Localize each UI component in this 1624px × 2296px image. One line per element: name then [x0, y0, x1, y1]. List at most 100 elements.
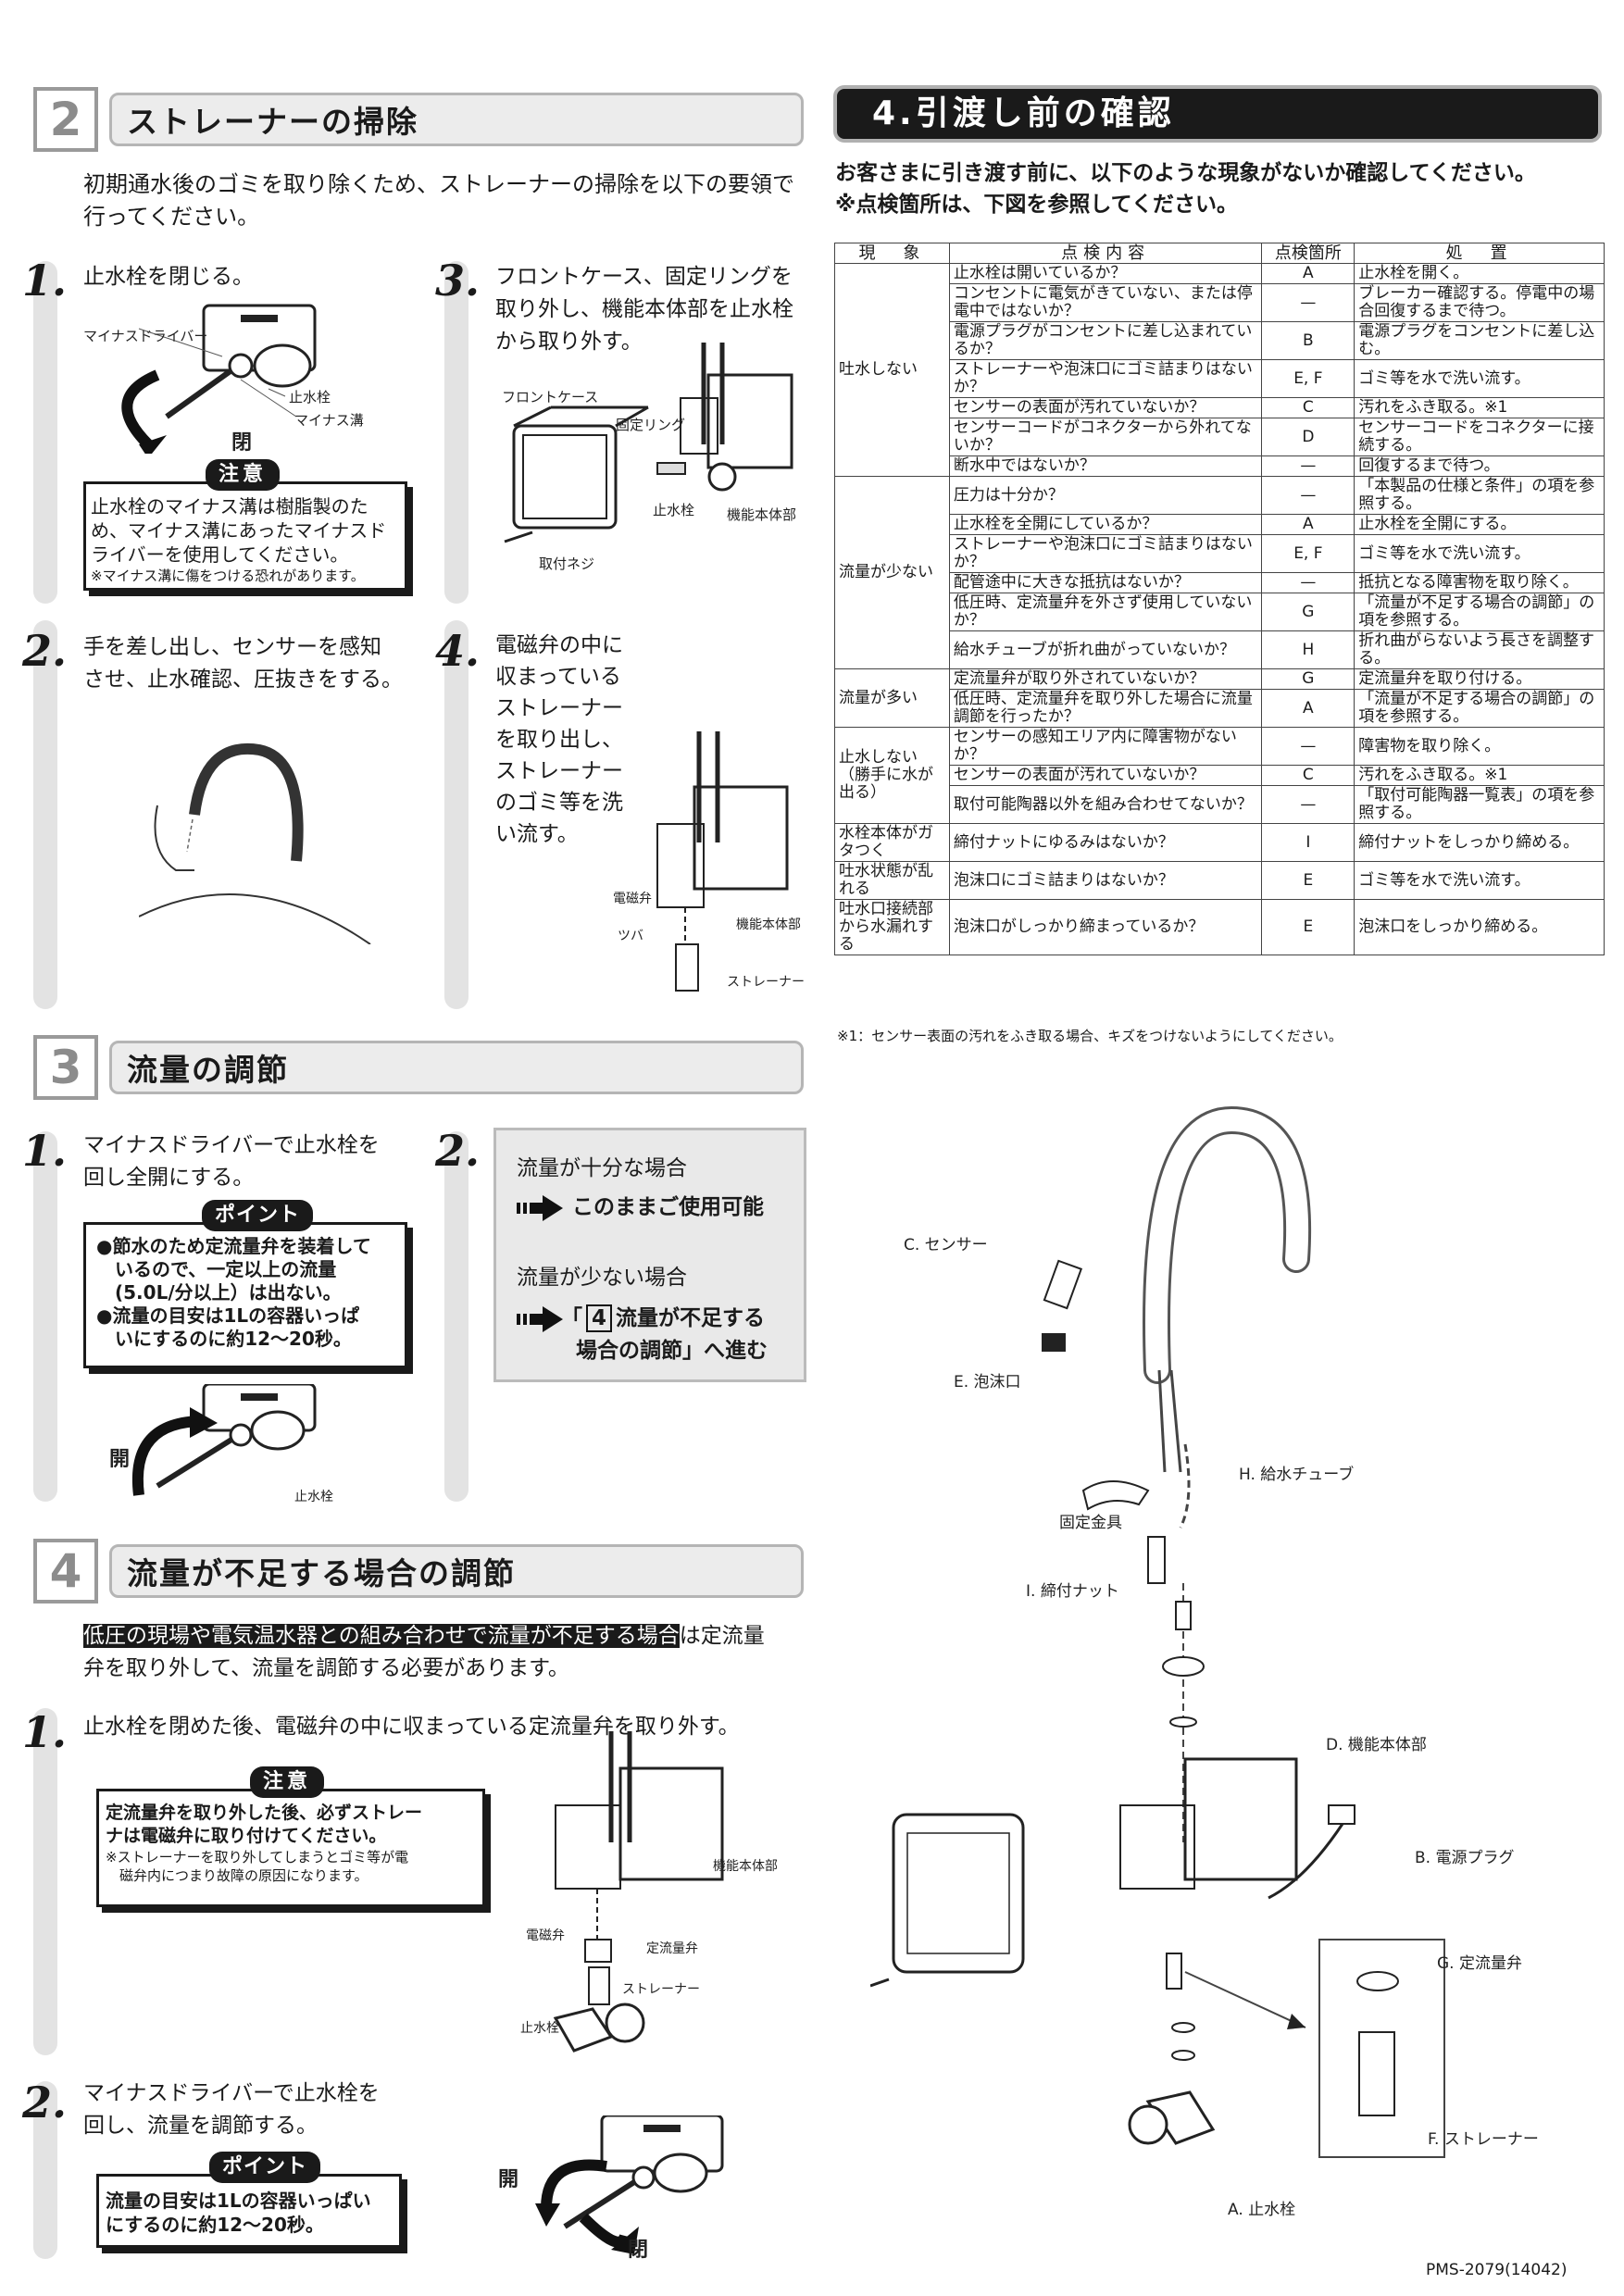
diagram-label: 固定金具: [1059, 1514, 1122, 1532]
caution-text: 止水栓のマイナス溝は樹脂製のため、マイナス溝にあったマイナスドライバーを使用して…: [91, 495, 387, 584]
label: 機能本体部: [727, 506, 797, 523]
action-cell: ゴミ等を水で洗い流す。: [1354, 359, 1605, 398]
action-cell: 止水栓を全開にする。: [1354, 514, 1605, 535]
location-cell: —: [1261, 476, 1355, 515]
action-cell: 「流量が不足する場合の調節」の項を参照する。: [1354, 689, 1605, 728]
location-cell: G: [1261, 668, 1355, 690]
location-cell: A: [1261, 689, 1355, 728]
action-cell: 汚れをふき取る。※1: [1354, 765, 1605, 786]
step-number: 1.: [22, 1126, 68, 1176]
diagram-label: H. 給水チューブ: [1239, 1466, 1355, 1484]
case-text: 流量が十分な場合: [517, 1156, 687, 1180]
caution-box: [83, 481, 407, 591]
section-number: 2: [33, 87, 98, 152]
point-box: [83, 1222, 407, 1368]
location-cell: A: [1261, 514, 1355, 535]
step-number: 1.: [22, 1707, 68, 1757]
phenomenon-cell: 吐水しない: [834, 263, 950, 477]
phenomenon-cell: 水栓本体がガタつく: [834, 823, 950, 862]
point-label: ポイント: [202, 1200, 314, 1231]
check-cell: ストレーナーや泡沫口にゴミ詰まりはないか？: [948, 359, 1263, 398]
check-cell: 泡沫口がしっかり締まっているか？: [948, 899, 1263, 955]
check-cell: 定流量弁が取り外されていないか？: [948, 668, 1263, 690]
check-title: 4.引渡し前の確認: [872, 94, 1175, 132]
check-cell: 低圧時、定流量弁を取り外した場合に流量調節を行ったか？: [948, 689, 1263, 728]
phenomenon-cell: 吐水口接続部から水漏れする: [834, 899, 950, 955]
step-bar: [33, 620, 57, 1009]
section-2-header: 2 ストレーナーの掃除: [33, 87, 804, 152]
check-title-bar: 4.引渡し前の確認: [833, 85, 1602, 143]
action-cell: 回復するまで待つ。: [1354, 455, 1605, 477]
check-cell: 低圧時、定流量弁を外さず使用していないか？: [948, 593, 1263, 631]
s2-intro: 初期通水後のゴミを取り除くため、ストレーナーの掃除を以下の要領で行ってください。: [83, 171, 794, 230]
location-cell: —: [1261, 727, 1355, 766]
label: 止水栓: [520, 2021, 559, 2036]
location-cell: H: [1261, 630, 1355, 669]
check-cell: 電源プラグがコンセントに差し込まれているか？: [948, 321, 1263, 360]
location-cell: D: [1261, 418, 1355, 456]
header-action: 処 置: [1354, 243, 1605, 264]
action-cell: ゴミ等を水で洗い流す。: [1354, 861, 1605, 900]
header-location: 点検箇所: [1261, 243, 1355, 264]
step-bar: [444, 261, 468, 604]
step-number: 2.: [435, 1126, 481, 1176]
point-box: [96, 2174, 402, 2248]
section-title: 流量の調節: [109, 1041, 804, 1094]
diagram-label: D. 機能本体部: [1326, 1736, 1427, 1754]
action-cell: 「本製品の仕様と条件」の項を参照する。: [1354, 476, 1605, 515]
table-row: 止水しない（勝手に水が出る）センサーの感知エリア内に障害物がないか？—障害物を取…: [834, 727, 1605, 824]
point-text: 流量の目安は1Lの容器いっぱいにするのに約12〜20秒。: [106, 2190, 371, 2236]
location-cell: E, F: [1261, 534, 1355, 573]
exploded-parts-diagram: [870, 1105, 1445, 2158]
step-number: 4.: [435, 626, 481, 676]
location-cell: —: [1261, 455, 1355, 477]
action-cell: ブレーカー確認する。停電中の場合回復するまで待つ。: [1354, 283, 1605, 322]
label: 機能本体部: [713, 1859, 778, 1874]
location-cell: —: [1261, 283, 1355, 322]
footer-code: PMS-2079(14042): [1426, 2261, 1568, 2279]
check-cell: 給水チューブが折れ曲がっていないか？: [948, 630, 1263, 669]
action-cell: 電源プラグをコンセントに差し込む。: [1354, 321, 1605, 360]
check-cell: センサーの表面が汚れていないか？: [948, 765, 1263, 786]
action-cell: 締付ナットをしっかり締める。: [1354, 823, 1605, 862]
header-phenomenon: 現 象: [834, 243, 950, 264]
valve-adjust-illustration: [535, 2115, 724, 2254]
flow-valve-removal-illustration: [553, 1731, 724, 2053]
table-header-row: 現 象 点検内容 点検箇所 処 置: [834, 243, 1605, 264]
caution-text: 定流量弁を取り外した後、必ずストレーナは電磁弁に取り付けてください。 ※ストレー…: [106, 1803, 423, 1884]
label: ストレーナー: [622, 1982, 700, 1997]
step-text: 手を差し出し、センサーを感知させ、止水確認、圧抜きをする。: [83, 635, 403, 692]
action-cell: 「取付可能陶器一覧表」の項を参照する。: [1354, 785, 1605, 824]
step-number: 2.: [22, 626, 68, 676]
step-text: マイナスドライバーで止水栓を回し、流量を調節する。: [83, 2081, 380, 2138]
header-check: 点検内容: [948, 243, 1263, 264]
caution-label: 注意: [250, 1766, 325, 1798]
step-text: 止水栓を閉じる。: [83, 265, 254, 289]
action-cell: 泡沫口をしっかり締める。: [1354, 899, 1605, 955]
diagram-label: I. 締付ナット: [1026, 1582, 1119, 1601]
action-cell: 折れ曲がらないよう長さを調整する。: [1354, 630, 1605, 669]
step-bar: [444, 620, 468, 1009]
location-cell: E: [1261, 899, 1355, 955]
label: 閉: [628, 2239, 649, 2262]
location-cell: —: [1261, 572, 1355, 593]
check-cell: 配管途中に大きな抵抗はないか？: [948, 572, 1263, 593]
location-cell: —: [1261, 785, 1355, 824]
check-cell: 止水栓は開いているか？: [948, 263, 1263, 284]
check-intro: お客さまに引き渡す前に、以下のような現象がないか確認してください。※点検箇所は、…: [835, 161, 1536, 217]
arrow-icon: [517, 1306, 563, 1332]
label: 閉: [231, 431, 253, 455]
action-cell: 止水栓を開く。: [1354, 263, 1605, 284]
